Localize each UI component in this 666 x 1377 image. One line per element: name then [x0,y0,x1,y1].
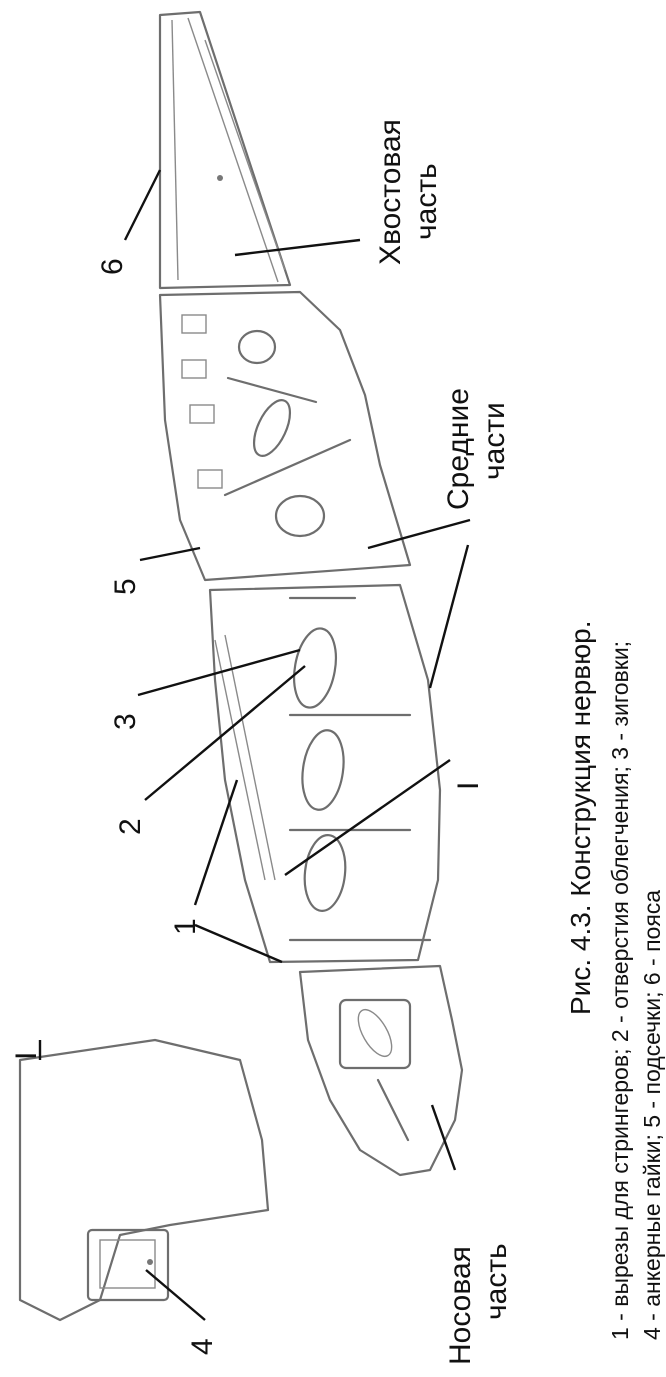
callout-1: 1 [169,918,202,935]
detail-I-drawing [18,1038,270,1322]
label-tail-1: Хвостовая [374,119,407,265]
tail-section-drawing [158,10,292,290]
leader-1b [194,923,283,964]
leader-3 [137,648,301,697]
leader-middle-lower [428,544,470,689]
middle-section-upper-drawing [158,290,412,582]
section-mark-mid: I [452,782,485,790]
label-middle-2: части [478,402,511,480]
label-middle-1: Средние [442,388,475,510]
callout-2: 2 [114,818,147,835]
section-mark-top: I [10,1040,43,1060]
leader-1a [193,779,239,906]
leader-5 [139,546,201,562]
figure-legend-line-1: 1 - вырезы для стрингеров; 2 - отверстия… [607,641,633,1340]
middle-section-lower-drawing [208,583,442,964]
leader-middle-upper [367,518,471,550]
figure-caption-title: Рис. 4.3. Конструкция нервюр. [565,621,596,1016]
svg-text:I: I [10,1052,43,1060]
label-tail-2: часть [410,163,443,240]
callout-6: 6 [96,258,129,275]
callout-4: 4 [186,1338,219,1355]
leader-lines [123,169,471,1321]
nose-section-drawing [298,964,464,1177]
leader-4 [145,1269,206,1321]
label-nose-1: Носовая [444,1246,477,1365]
callout-3: 3 [109,713,142,730]
leader-nose [430,1104,457,1171]
figure-legend-line-2: 4 - анкерные гайки; 5 - подсечки; 6 - по… [639,890,665,1340]
leader-6 [123,169,162,241]
leader-section-mid [284,759,451,876]
label-nose-2: часть [480,1243,513,1320]
leader-tail [234,238,361,257]
leader-2 [144,665,306,801]
callout-5: 5 [109,578,142,595]
